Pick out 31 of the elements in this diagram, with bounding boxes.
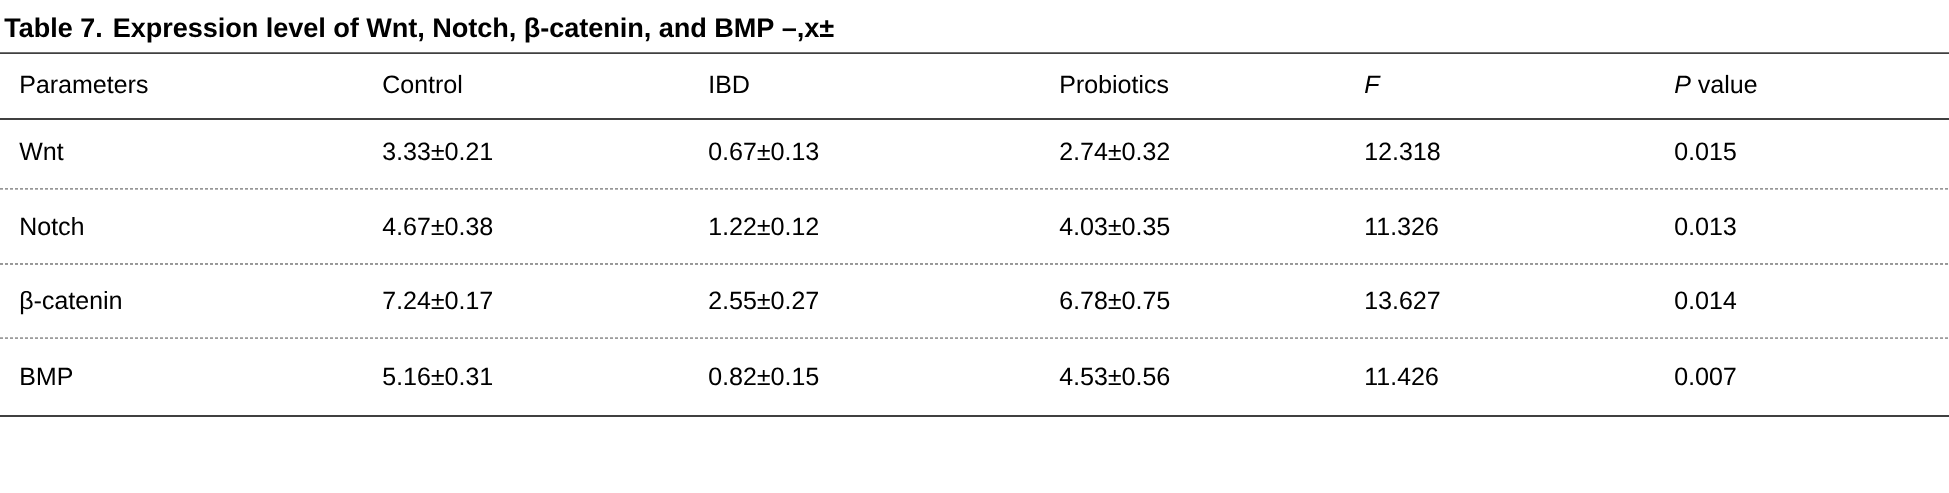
- row-label: Wnt: [19, 142, 64, 161]
- table-cell: 11.426: [1366, 367, 1438, 386]
- table-cell: 0.67±0.13: [709, 142, 819, 161]
- table-cell: 4.03±0.35: [1059, 217, 1170, 236]
- column-header: Parameters: [21, 75, 148, 94]
- table-title: Table 7. Expression level of Wnt, Notch, β-catenin, and BMP –,x±: [4, 17, 834, 43]
- table-cell: 4.67±0.38: [382, 217, 493, 236]
- column-header: IBD: [710, 75, 749, 93]
- row-label: Notch: [21, 216, 83, 236]
- table-cell: 2.74±0.32: [1060, 142, 1169, 161]
- column-header: F: [1365, 75, 1381, 93]
- table-cell: 6.78±0.75: [1060, 291, 1170, 310]
- row-label: β-catenin: [20, 290, 121, 315]
- table-cell: 1.22±0.12: [710, 217, 818, 236]
- row-label: BMP: [21, 367, 73, 385]
- table-cell: 3.33±0.21: [383, 142, 492, 161]
- table-cell: 0.013: [1675, 217, 1736, 236]
- column-header: Control: [383, 74, 462, 94]
- table-cell: 13.627: [1366, 291, 1440, 310]
- table-cell: 7.24±0.17: [383, 291, 492, 310]
- table-cell: 5.16±0.31: [383, 367, 492, 386]
- table-cell: 11.326: [1366, 217, 1438, 236]
- table-cell: 0.015: [1675, 142, 1736, 161]
- table-cell: 0.82±0.15: [709, 367, 819, 386]
- column-header: P value: [1675, 74, 1757, 94]
- table-cell: 0.014: [1675, 291, 1737, 310]
- table-cell: 4.53±0.56: [1059, 367, 1170, 386]
- table-cell: 0.007: [1675, 367, 1736, 386]
- column-header: Probiotics: [1061, 74, 1169, 94]
- table-cell: 12.318: [1366, 142, 1440, 161]
- table-cell: 2.55±0.27: [709, 291, 818, 310]
